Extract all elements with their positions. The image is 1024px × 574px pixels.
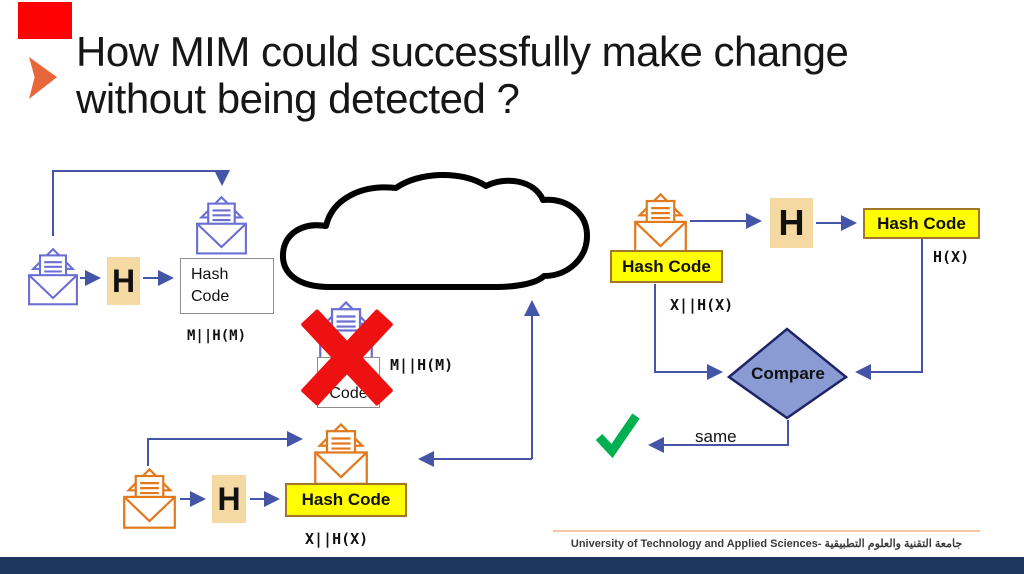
title-line-2: without being detected ? — [76, 75, 520, 123]
sender-sent-envelope-icon — [196, 196, 247, 255]
hash-function-label: H — [217, 480, 241, 517]
hash-value-label: H(X) — [933, 248, 970, 266]
hash-code-label: Hash Code — [877, 213, 966, 233]
footer-divider — [553, 530, 980, 532]
hash-code-box-received: Hash Code — [610, 250, 723, 283]
hash-code-label: Hash Code — [622, 256, 711, 276]
connector-compare-to-same — [648, 420, 789, 453]
red-corner-marker — [18, 2, 72, 39]
compare-diamond — [726, 327, 849, 420]
network-cloud-icon — [279, 171, 591, 290]
hash-code-box-attacker: Hash Code — [285, 483, 407, 517]
concat-label-received: X||H(X) — [670, 296, 734, 314]
sender-message-envelope-icon — [28, 248, 78, 306]
concat-label-intercepted: M||H(M) — [390, 356, 454, 374]
hash-code-box-sender: Hash Code — [180, 258, 274, 314]
hash-code-visible-word: Code — [329, 385, 368, 402]
hash-function-box-sender: H — [107, 257, 140, 305]
hash-code-line1: Hash — [191, 266, 229, 284]
connector-sender-to-message — [52, 170, 230, 236]
compare-label: Compare — [751, 364, 825, 383]
hash-function-label: H — [778, 202, 805, 243]
attacker-sent-envelope-icon — [314, 423, 368, 485]
connector-attacker-to-message — [147, 431, 303, 466]
same-label: same — [695, 427, 737, 446]
hash-function-box-receiver: H — [770, 198, 813, 248]
page-title: How MIM could successfully make change w… — [76, 28, 976, 122]
hash-function-label: H — [111, 262, 136, 299]
receiver-envelope-icon — [634, 193, 687, 254]
footer-text: University of Technology and Applied Sci… — [570, 538, 963, 550]
rejected-x-icon — [300, 308, 394, 407]
hash-code-box-computed: Hash Code — [863, 208, 980, 239]
hash-code-line2: Code — [191, 288, 230, 305]
check-icon — [595, 413, 640, 459]
concat-label-sender: M||H(M) — [187, 328, 247, 344]
attacker-message-envelope-icon — [123, 468, 176, 529]
connector-received-hash-to-compare — [654, 284, 723, 380]
connector-computed-hash-to-compare — [855, 239, 923, 380]
hash-code-label: Hash Code — [301, 490, 391, 509]
concat-label-attacker: X||H(X) — [305, 530, 369, 548]
title-line-1: How MIM could successfully make change — [76, 28, 849, 75]
bottom-bar — [0, 557, 1024, 574]
hash-function-box-attacker: H — [212, 475, 246, 523]
